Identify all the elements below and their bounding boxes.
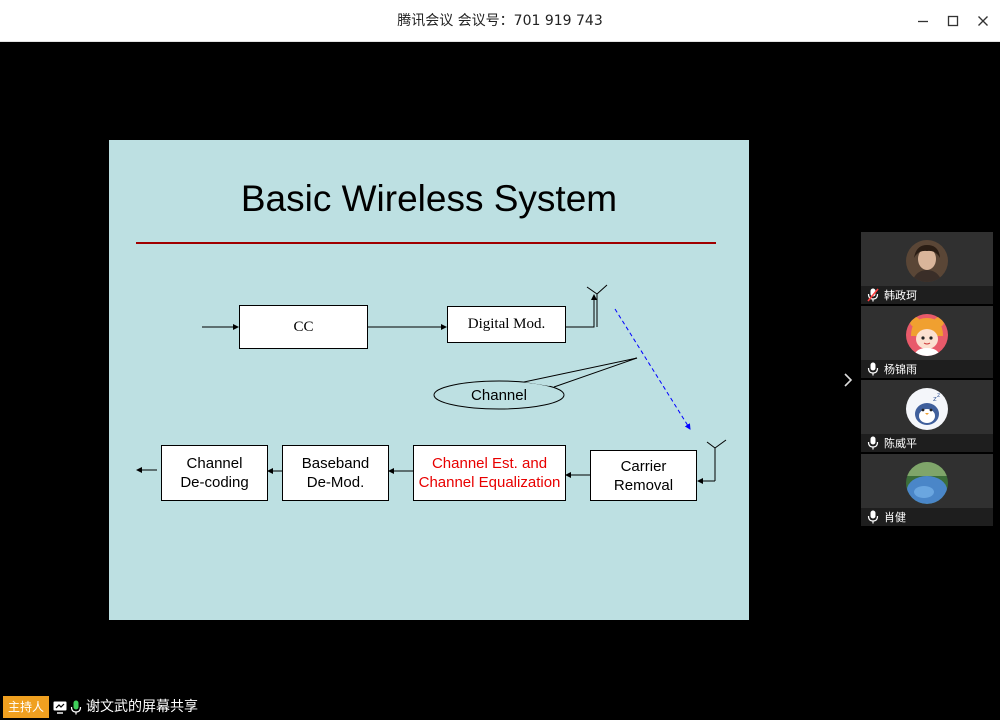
cc-label: CC (293, 319, 313, 336)
participant-name: 肖健 (884, 509, 906, 525)
minimize-icon (917, 15, 929, 27)
rx-antenna-icon (707, 440, 726, 481)
baseband-line2: De-Mod. (307, 473, 365, 492)
mic-icon (867, 436, 879, 450)
expand-participants-button[interactable] (839, 369, 857, 391)
photo-person-icon (906, 240, 948, 282)
participant-footer: 杨锦雨 (861, 360, 993, 378)
cc-block: CC (239, 305, 368, 349)
mod-to-antenna-line (565, 295, 594, 327)
participant-tile[interactable]: 肖健 (861, 454, 993, 526)
cartoon-girl-icon (906, 314, 948, 356)
participant-tile[interactable]: z z 陈威平 (861, 380, 993, 452)
block-diagram-lines (109, 140, 749, 620)
channel-estimation-block: Channel Est. and Channel Equalization (413, 445, 566, 501)
channel-path-arrow (615, 309, 690, 429)
carrier-removal-line2: Removal (614, 476, 673, 495)
channel-callout-label: Channel (434, 385, 564, 407)
participant-footer: 陈威平 (861, 434, 993, 452)
mic-muted-icon (867, 288, 879, 302)
tx-antenna-icon (587, 285, 607, 327)
channel-decoding-block: Channel De-coding (161, 445, 268, 501)
window-title: 腾讯会议 会议号：701 919 743 (0, 0, 1000, 42)
participant-tile[interactable]: 杨锦雨 (861, 306, 993, 378)
status-bar: 主持人 谢文武的屏幕共享 (0, 694, 1000, 720)
participant-footer: 肖健 (861, 508, 993, 526)
maximize-button[interactable] (939, 7, 967, 35)
landscape-photo-icon (906, 462, 948, 504)
minimize-button[interactable] (909, 7, 937, 35)
title-bar: 腾讯会议 会议号：701 919 743 (0, 0, 1000, 42)
status-icons (53, 698, 82, 716)
cartoon-penguin-icon: z z (906, 388, 948, 430)
participant-name: 韩政珂 (884, 287, 917, 303)
chevron-right-icon (843, 373, 853, 387)
close-button[interactable] (969, 7, 997, 35)
mic-active-icon (70, 700, 82, 715)
close-icon (977, 15, 989, 27)
channel-est-line2: Channel Equalization (419, 473, 561, 492)
baseband-demod-block: Baseband De-Mod. (282, 445, 389, 501)
baseband-line1: Baseband (302, 454, 370, 473)
participant-footer: 韩政珂 (861, 286, 993, 304)
participant-name: 陈威平 (884, 435, 917, 451)
screen-share-label: 谢文武的屏幕共享 (86, 696, 198, 718)
screen-share-icon (53, 700, 67, 714)
mic-icon (867, 362, 879, 376)
participant-list: 韩政珂 杨锦雨 (861, 232, 993, 528)
host-badge: 主持人 (3, 696, 49, 718)
digital-mod-block: Digital Mod. (447, 306, 566, 343)
presentation-slide: Basic Wireless System (109, 140, 749, 620)
participant-tile[interactable]: 韩政珂 (861, 232, 993, 304)
participant-name: 杨锦雨 (884, 361, 917, 377)
decoding-line2: De-coding (180, 473, 248, 492)
digital-mod-label: Digital Mod. (468, 316, 546, 333)
carrier-removal-line1: Carrier (621, 457, 667, 476)
channel-est-line1: Channel Est. and (432, 454, 547, 473)
maximize-icon (947, 15, 959, 27)
svg-text:z: z (937, 392, 940, 399)
mic-icon (867, 510, 879, 524)
carrier-removal-block: Carrier Removal (590, 450, 697, 501)
decoding-line1: Channel (187, 454, 243, 473)
